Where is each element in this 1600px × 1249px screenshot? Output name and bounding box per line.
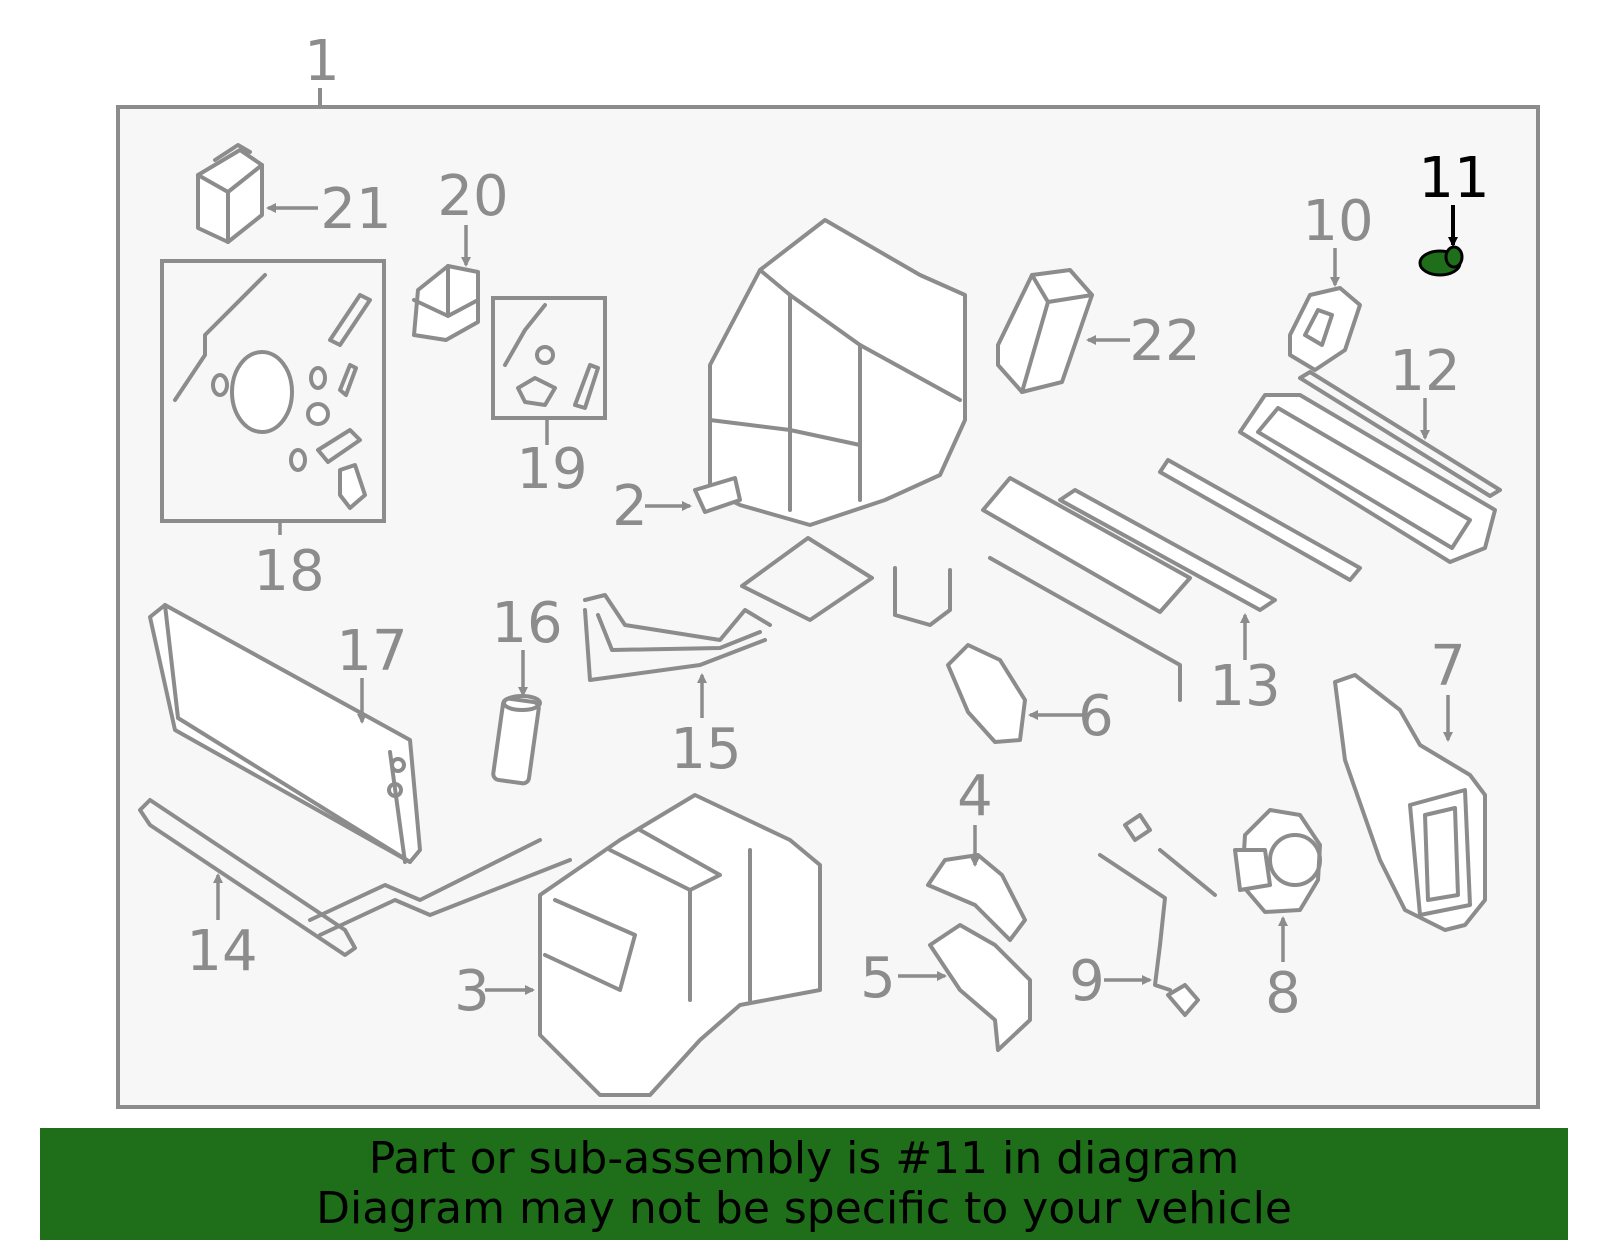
leader-lines [213,203,1458,995]
part-7[interactable] [1333,673,1487,932]
info-banner: Part or sub-assembly is #11 in diagram D… [40,1128,1568,1240]
callout-19: 19 [516,437,587,502]
part-14[interactable] [138,798,572,957]
callout-14: 14 [186,919,257,984]
callout-20: 20 [437,164,508,229]
callout-3: 3 [454,959,490,1024]
part-8[interactable] [1233,808,1322,914]
callout-10: 10 [1302,189,1373,254]
callout-12: 12 [1389,339,1460,404]
part-9[interactable] [1098,813,1217,1017]
part-5[interactable] [928,923,1032,1052]
part-17[interactable] [148,603,422,864]
part-15[interactable] [583,593,772,682]
part-2[interactable] [693,218,967,527]
part-3[interactable] [538,793,822,1097]
callout-2: 2 [612,474,648,539]
callout-15: 15 [670,717,741,782]
callout-5: 5 [860,946,896,1011]
callout-8: 8 [1265,961,1301,1026]
part-13[interactable] [981,458,1362,702]
callout-7: 7 [1430,634,1466,699]
banner-line-1: Part or sub-assembly is #11 in diagram [368,1133,1240,1184]
part-12[interactable] [1238,370,1502,564]
part-20[interactable] [412,264,480,342]
part-10[interactable] [1288,286,1362,372]
callout-4: 4 [957,764,993,829]
callout-1: 1 [304,29,340,94]
gasket [740,536,952,627]
callout-13: 13 [1209,654,1280,719]
part-11[interactable] [1418,245,1464,277]
callout-17: 17 [336,619,407,684]
callout-22: 22 [1129,309,1200,374]
callout-9: 9 [1069,949,1105,1014]
part-22[interactable] [996,268,1094,394]
callout-6: 6 [1078,684,1114,749]
callout-18: 18 [253,539,324,604]
callout-21: 21 [320,177,391,242]
part-18[interactable] [160,259,386,523]
banner-line-2: Diagram may not be specific to your vehi… [316,1183,1292,1234]
callout-11: 11 [1418,146,1489,211]
callout-16: 16 [491,591,562,656]
part-4[interactable] [926,853,1027,942]
part-6[interactable] [946,643,1027,744]
part-19[interactable] [491,296,607,420]
part-21[interactable] [196,143,264,244]
